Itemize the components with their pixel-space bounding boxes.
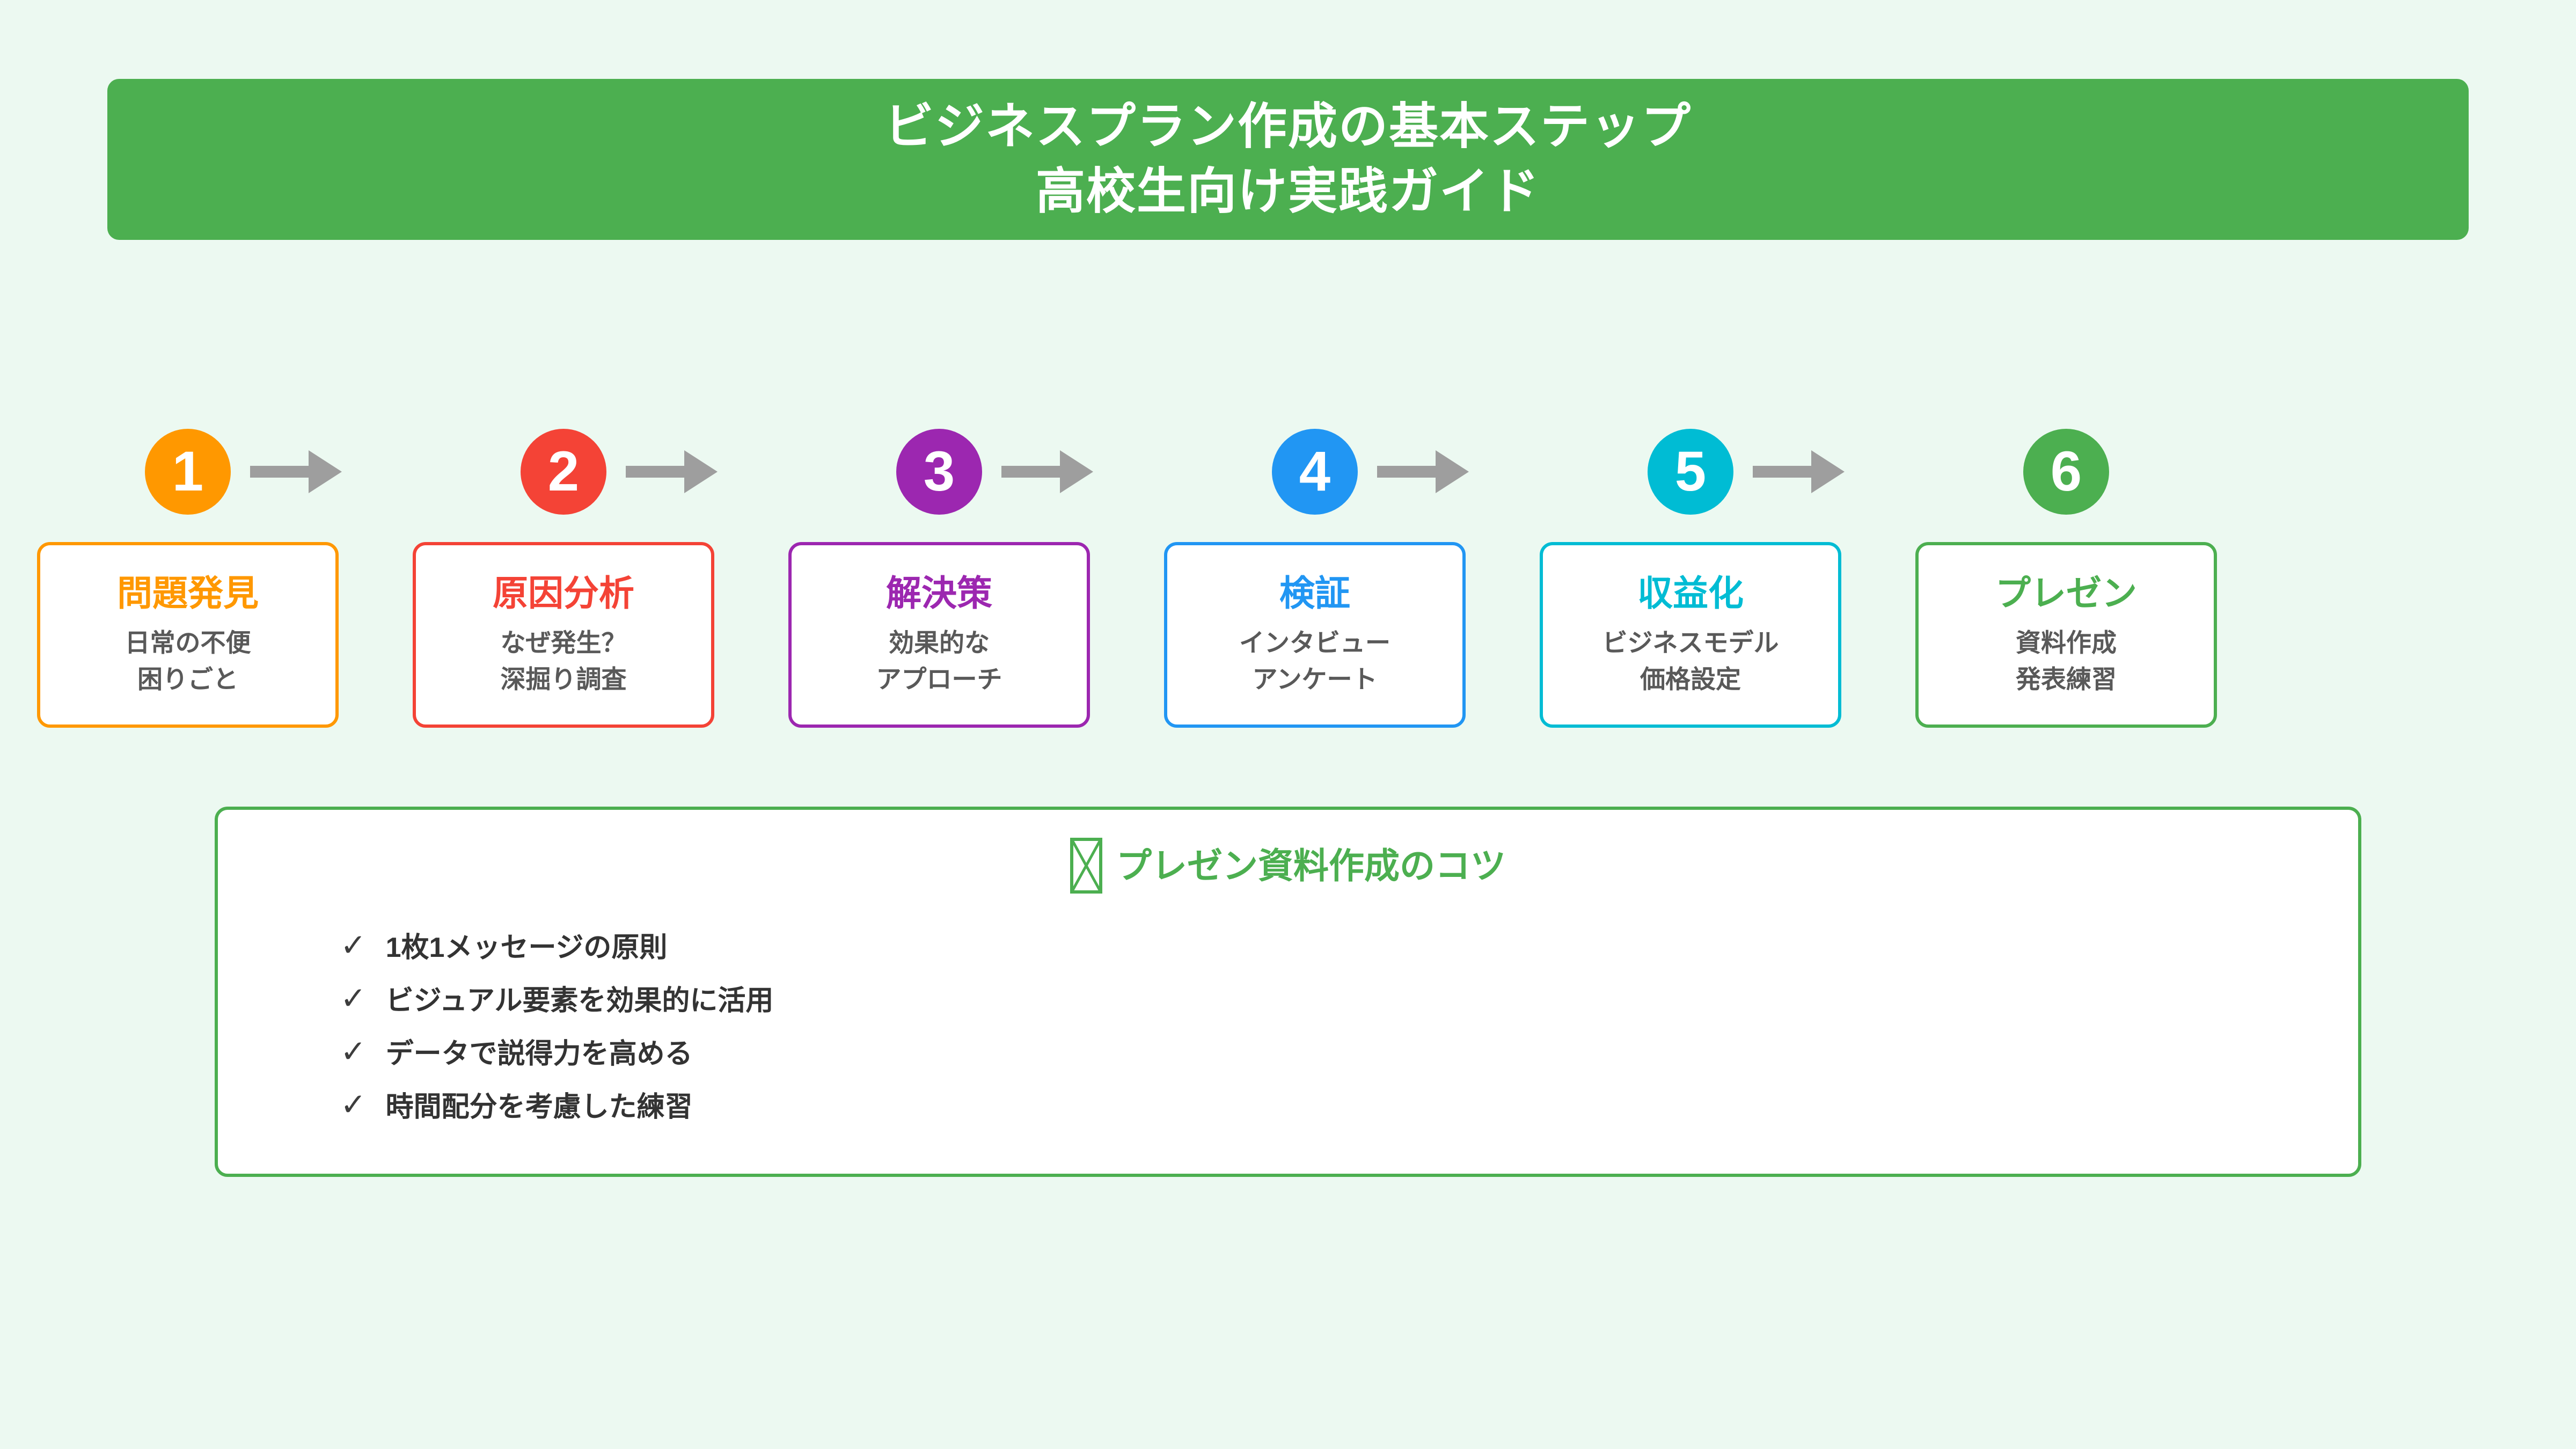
step-card: 原因分析 なぜ発生？ 深掘り調査 [413,542,714,728]
arrow-right-icon [250,450,342,493]
step-card-description-line1: 日常の不便 [125,628,251,657]
step-5: 5 収益化 ビジネスモデル 価格設定 [1540,429,1841,728]
step-card: 問題発見 日常の不便 困りごと [37,542,339,728]
arrow-head [1060,450,1093,493]
step-card-description-line2: 困りごと [137,665,238,693]
step-6: 6 プレゼン 資料作成 発表練習 [1915,429,2217,728]
arrow-head [1436,450,1469,493]
step-card-description: なぜ発生？ 深掘り調査 [416,625,711,698]
step-4: 4 検証 インタビュー アンケート [1164,429,1466,728]
tips-title: プレゼン資料作成のコツ [218,838,2358,894]
step-number-badge: 3 [896,429,982,515]
tips-list: ✓ 1枚1メッセージの原則 ✓ ビジュアル要素を効果的に活用 ✓ データで説得力… [340,918,773,1131]
step-number-badge: 5 [1648,429,1733,515]
tips-list-item: ✓ 時間配分を考慮した練習 [340,1078,773,1131]
step-card-description-line2: アンケート [1252,665,1378,693]
arrow-right-icon [1001,450,1093,493]
step-card-title: 検証 [1279,573,1350,613]
tips-item-text: 時間配分を考慮した練習 [385,1092,693,1123]
step-card: 検証 インタビュー アンケート [1164,542,1466,728]
step-card-description: インタビュー アンケート [1167,625,1462,698]
step-card: 解決策 効果的な アプローチ [788,542,1090,728]
step-card-description: ビジネスモデル 価格設定 [1543,625,1838,698]
step-card-description: 効果的な アプローチ [792,625,1087,698]
step-number: 3 [923,440,955,503]
tips-title-text: プレゼン資料作成のコツ [1116,846,1506,885]
step-card-description-line1: 資料作成 [2016,628,2117,657]
step-number-badge: 4 [1272,429,1358,515]
arrow-right-icon [1753,450,1845,493]
step-number-badge: 2 [521,429,606,515]
arrow-shaft [1753,466,1813,478]
step-card-description-line2: 価格設定 [1640,665,1741,693]
step-card-description-line2: アプローチ [876,665,1002,693]
step-1: 1 問題発見 日常の不便 困りごと [37,429,339,728]
tips-item-text: データで説得力を高める [385,1038,693,1070]
step-card-title: プレゼン [1995,573,2137,613]
tips-item-text: 1枚1メッセージの原則 [385,932,668,963]
missing-glyph-tofu-icon [1070,838,1102,894]
arrow-right-icon [1377,450,1469,493]
tips-list-item: ✓ データで説得力を高める [340,1024,773,1078]
step-number-badge: 1 [145,429,231,515]
step-card-title: 収益化 [1637,573,1744,613]
step-card-description-line1: 効果的な [889,628,990,657]
step-card: 収益化 ビジネスモデル 価格設定 [1540,542,1841,728]
step-number: 1 [172,440,204,503]
arrow-shaft [1001,466,1062,478]
step-number: 4 [1299,440,1331,503]
step-card-description-line2: 発表練習 [2016,665,2117,693]
tips-item-text: ビジュアル要素を効果的に活用 [385,985,774,1016]
arrow-head [309,450,342,493]
header-banner: ビジネスプラン作成の基本ステップ 高校生向け実践ガイド [107,79,2469,240]
step-card-description: 資料作成 発表練習 [1919,625,2214,698]
step-number-badge: 6 [2023,429,2109,515]
step-card-description: 日常の不便 困りごと [40,625,335,698]
step-number: 6 [2050,440,2082,503]
step-card-description-line1: インタビュー [1239,628,1391,657]
step-card-title: 原因分析 [493,573,634,613]
check-icon: ✓ [340,1034,367,1069]
tips-list-item: ✓ 1枚1メッセージの原則 [340,918,773,971]
step-number: 5 [1674,440,1707,503]
check-icon: ✓ [340,1087,367,1122]
tips-list-item: ✓ ビジュアル要素を効果的に活用 [340,971,773,1024]
step-card-title: 問題発見 [117,573,259,613]
check-icon: ✓ [340,980,367,1016]
step-number: 2 [547,440,580,503]
step-2: 2 原因分析 なぜ発生？ 深掘り調査 [413,429,714,728]
step-card-description-line1: なぜ発生？ [500,628,627,657]
header-title-line2: 高校生向け実践ガイド [1035,164,1540,219]
arrow-head [1811,450,1845,493]
arrow-shaft [1377,466,1437,478]
arrow-right-icon [626,450,718,493]
step-card: プレゼン 資料作成 発表練習 [1915,542,2217,728]
check-icon: ✓ [340,927,367,963]
tips-card: プレゼン資料作成のコツ ✓ 1枚1メッセージの原則 ✓ ビジュアル要素を効果的に… [215,807,2361,1177]
arrow-shaft [626,466,686,478]
step-card-description-line2: 深掘り調査 [500,665,627,693]
arrow-shaft [250,466,310,478]
step-card-title: 解決策 [886,573,992,613]
step-card-description-line1: ビジネスモデル [1602,628,1779,657]
arrow-head [684,450,718,493]
header-title-line1: ビジネスプラン作成の基本ステップ [884,99,1692,154]
step-3: 3 解決策 効果的な アプローチ [788,429,1090,728]
